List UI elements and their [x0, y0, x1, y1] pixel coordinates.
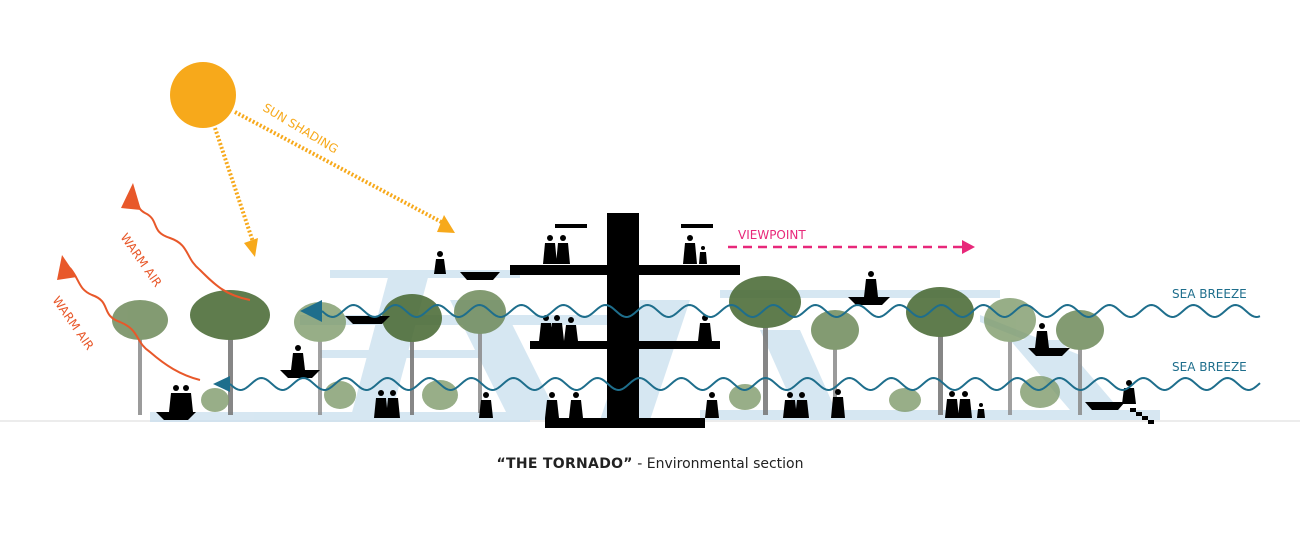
platform-left-upper: [345, 316, 390, 324]
sun-ray-diagonal-arrowhead: [437, 215, 455, 233]
person: [569, 392, 583, 418]
person: [556, 235, 570, 264]
sea-breeze-arrowhead-lower: [213, 376, 230, 392]
people: [169, 235, 1136, 418]
person: [698, 315, 712, 341]
person: [291, 345, 305, 370]
sea-breeze-arrowhead-upper: [300, 300, 322, 322]
label-viewpoint: VIEWPOINT: [738, 228, 806, 242]
platform-left-top: [460, 272, 500, 280]
platform-left-mid: [280, 370, 320, 378]
tower-structure: [510, 213, 740, 428]
person: [179, 385, 193, 412]
person: [1122, 380, 1136, 404]
person: [543, 235, 557, 264]
person: [374, 390, 388, 418]
sea-breeze-waves: [229, 304, 1261, 391]
palm-tree: [190, 290, 270, 415]
palm-tree: [906, 287, 974, 415]
platform-right-mid: [1028, 348, 1070, 356]
person: [864, 271, 878, 297]
caption-title: “THE TORNADO”: [496, 456, 633, 472]
sea-breeze-wave-lower: [229, 377, 1261, 391]
platform-right-ground: [1085, 402, 1125, 410]
sun-rays: [213, 110, 448, 243]
label-sun-shading: SUN SHADING: [260, 101, 340, 157]
person: [550, 315, 564, 341]
warm-air-arrow-lower: [69, 267, 201, 381]
person: [795, 392, 809, 418]
middle-deck: [530, 341, 720, 349]
top-deck: [510, 265, 740, 275]
stairs: [1130, 408, 1154, 424]
person: [945, 391, 959, 418]
person: [977, 403, 985, 418]
person: [564, 317, 578, 341]
palm-tree: [112, 300, 168, 415]
base-deck: [545, 418, 705, 428]
person: [1035, 323, 1049, 348]
person: [958, 391, 972, 418]
person: [434, 251, 446, 274]
palm-tree: [811, 310, 859, 415]
person: [479, 392, 493, 418]
person: [831, 389, 845, 418]
palm-tree: [1056, 310, 1104, 415]
person: [683, 235, 697, 264]
label-warm-air-lower: WARM AIR: [50, 294, 97, 353]
platform-left-ground: [156, 412, 196, 420]
warm-air-arrowhead-lower: [57, 255, 77, 280]
viewpoint-arrowhead: [962, 240, 975, 254]
warm-air-arrowhead-upper: [121, 183, 141, 210]
warm-air-arrows: [69, 194, 251, 381]
palm-tree: [454, 290, 506, 413]
person: [783, 392, 797, 418]
person: [705, 392, 719, 418]
top-canopy-right: [681, 224, 713, 228]
top-canopy-left: [555, 224, 587, 228]
label-sea-breeze-lower: SEA BREEZE: [1172, 360, 1247, 374]
label-warm-air-upper: WARM AIR: [118, 231, 165, 290]
diagram-caption: “THE TORNADO” - Environmental section: [0, 456, 1300, 472]
sun-icon: [170, 62, 236, 128]
sun-ray-down-arrowhead: [244, 238, 258, 257]
person: [699, 246, 707, 264]
sea-breeze-wave-upper: [321, 304, 1261, 318]
palm-tree: [984, 298, 1036, 415]
person: [545, 392, 559, 418]
sun-ray-diagonal: [234, 110, 448, 227]
sun-ray-down: [213, 127, 255, 243]
label-sea-breeze-upper: SEA BREEZE: [1172, 287, 1247, 301]
viewing-platforms: [156, 272, 1154, 424]
caption-subtitle: - Environmental section: [632, 456, 804, 472]
platform-right-upper: [848, 297, 890, 305]
person: [386, 390, 400, 418]
